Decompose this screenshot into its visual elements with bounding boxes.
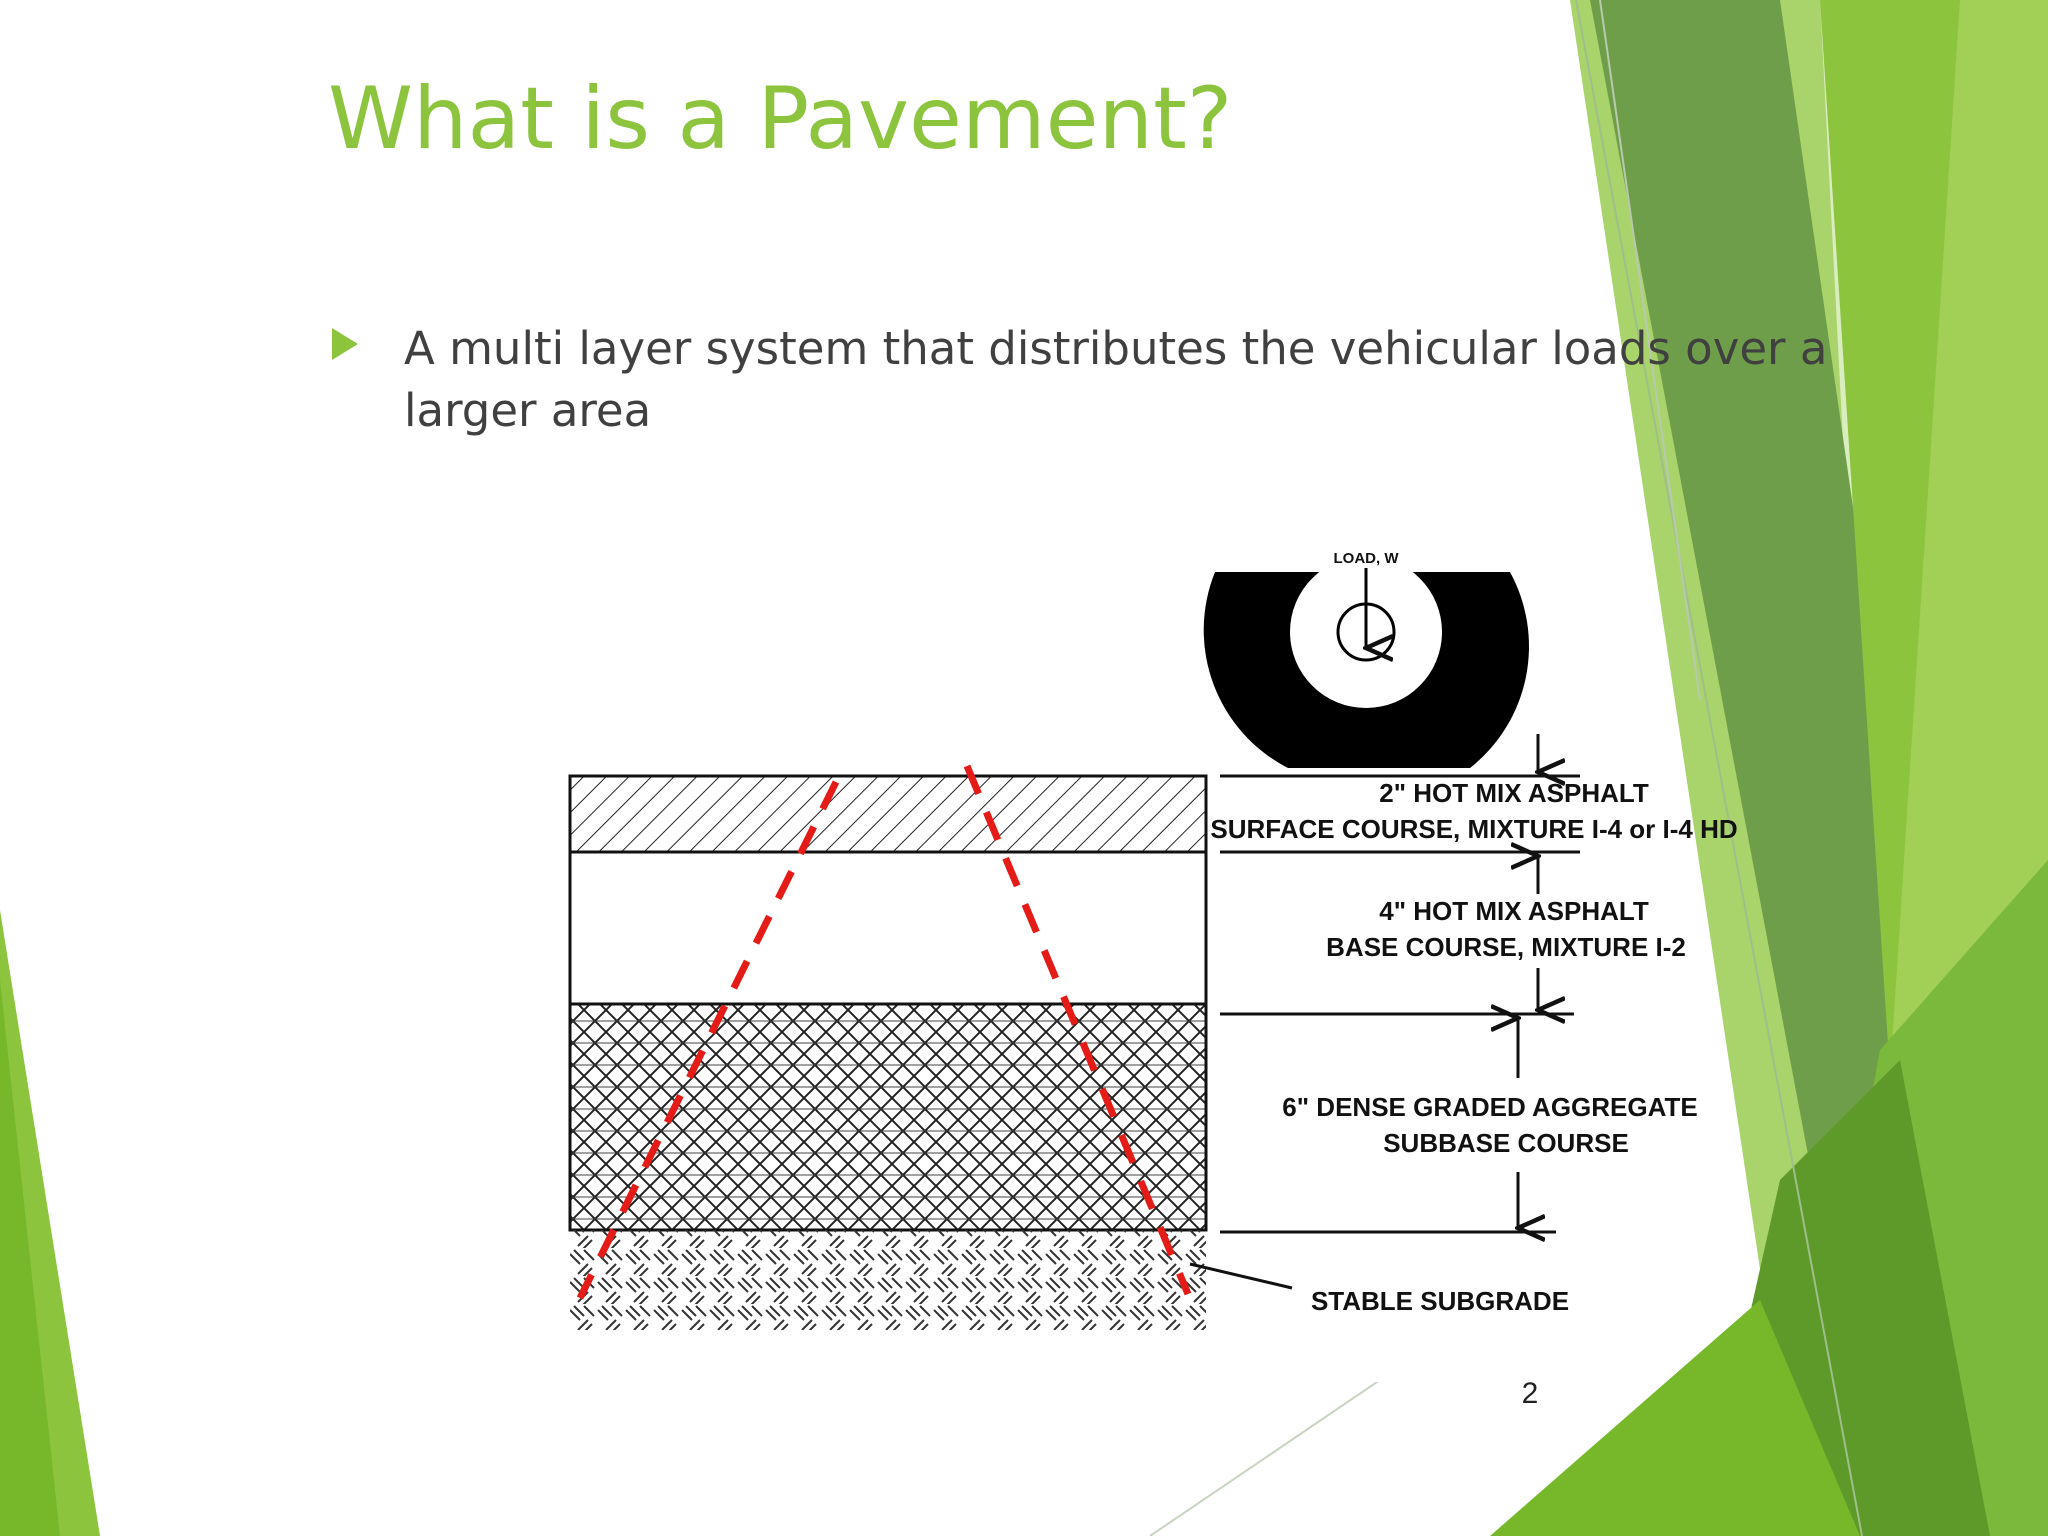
bullet-arrow-icon: [332, 328, 358, 360]
subbase-course-label-line1: 6" DENSE GRADED AGGREGATE: [1282, 1092, 1697, 1122]
subgrade-layer: [570, 1230, 1206, 1330]
surface-course-label-line1: 2" HOT MIX ASPHALT: [1379, 778, 1649, 808]
slide-title: What is a Pavement?: [328, 69, 1233, 169]
base-course-label-line2: BASE COURSE, MIXTURE I-2: [1326, 932, 1686, 962]
surface-course-label-line2: SURFACE COURSE, MIXTURE I-4 or I-4 HD: [1210, 814, 1737, 844]
load-spread-lines: [576, 764, 1192, 1300]
bullet-text: A multi layer system that distributes th…: [404, 322, 1828, 437]
load-label: LOAD, W: [1334, 550, 1400, 567]
left-decoration: [0, 910, 100, 1536]
subgrade-label: STABLE SUBGRADE: [1311, 1286, 1569, 1316]
right-decoration: [1149, 0, 2048, 1536]
surface-course-layer: [568, 774, 1208, 854]
base-course-layer: [568, 850, 1208, 1006]
wheel-icon: [1203, 556, 1529, 768]
base-course-label-line1: 4" HOT MIX ASPHALT: [1379, 896, 1649, 926]
layer-dimension-lines: [1189, 734, 1580, 1290]
pavement-diagram: LOAD, W 2" HOT MIX ASPHALT SURFACE COURS…: [568, 548, 1738, 1382]
subbase-course-label-line2: SUBBASE COURSE: [1383, 1128, 1629, 1158]
slide-number: 2: [1521, 1377, 1539, 1410]
